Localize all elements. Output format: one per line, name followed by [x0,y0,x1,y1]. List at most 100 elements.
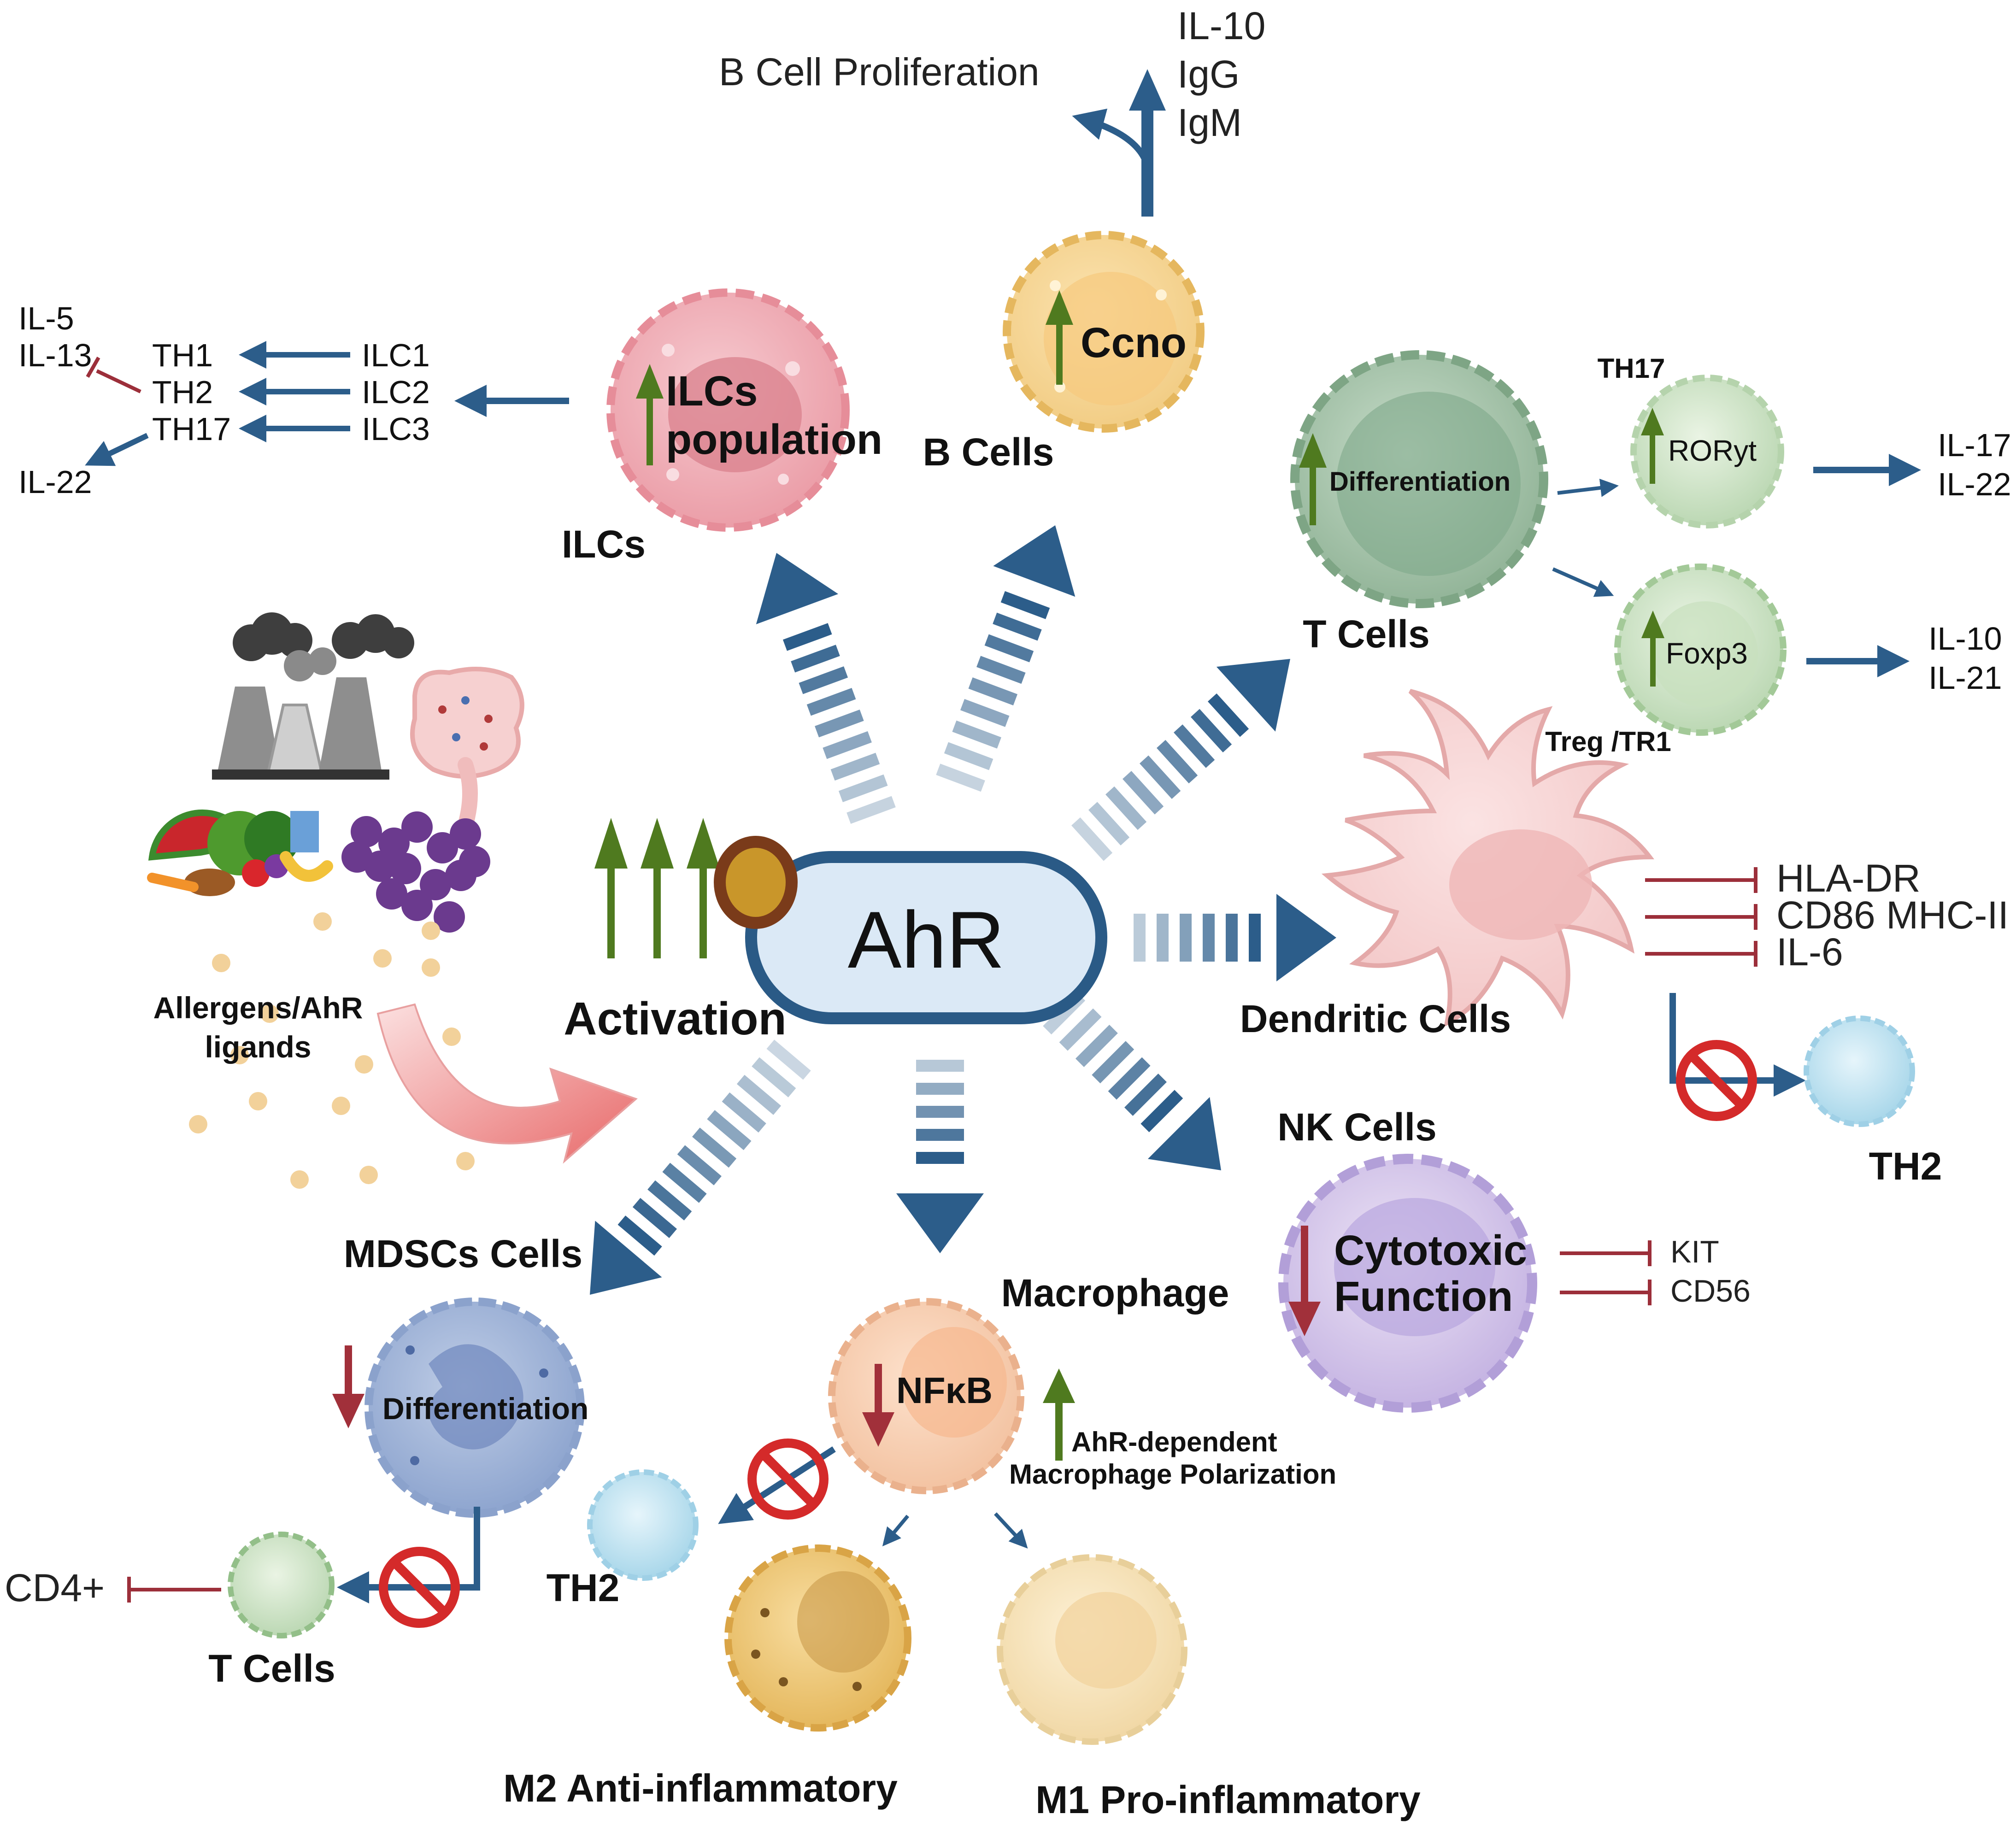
th17-label: TH17 [152,411,231,447]
ilcs-inner-line2: population [666,416,882,463]
dash-segment [1191,709,1232,753]
dash-segment [722,1092,766,1133]
dash-segment [1249,914,1261,962]
th2-il13-inhibition [86,357,141,393]
il22-label: IL-22 [18,464,92,500]
dash-segment [993,612,1042,641]
dash-segment [830,752,880,781]
dash-segment [1134,914,1146,962]
dash-segment [944,742,993,770]
bcell-cell[interactable] [1003,231,1205,433]
treg-output-il10: IL-10 [1928,621,2002,657]
polarization-line2: Macrophage Polarization [1009,1459,1336,1490]
bcell-output-igg: IgG [1177,53,1240,96]
bcell-proliferation-label: B Cell Proliferation [719,50,1040,94]
polarization-up-arrow [1043,1368,1075,1461]
rorgt-label: RORyt [1668,434,1757,467]
mdsc-down-arrow [332,1345,364,1428]
mdsc-cell[interactable] [364,1298,585,1518]
arrow-to-bcells [936,525,1076,792]
dash-segment [736,1074,782,1115]
polarization-line1: AhR-dependent [1071,1427,1277,1457]
nk-inhibition-lines [1560,1240,1652,1305]
treg-cell-label: Treg /TR1 [1545,726,1671,757]
mac-m2-arrow [882,1515,910,1547]
m1-label: M1 Pro-inflammatory [1035,1778,1421,1821]
mdsc-no-sign-icon [379,1547,460,1628]
diet-food-icon [147,809,333,896]
bcell-proliferation-arrow [1072,108,1151,167]
ahr-receptor[interactable] [745,851,1107,1024]
intestine-microbiota-icon [410,667,524,833]
m2-macrophage-cell[interactable] [724,1544,911,1732]
ilcs-inner-line1: ILCs [666,368,758,415]
arrow-to-nk [1043,992,1221,1170]
dash-segment [936,763,985,792]
dash-segment [632,1198,677,1238]
ilc2-label: ILC2 [362,374,430,410]
dash-segment [791,645,840,673]
dash-segment [766,1039,811,1080]
th17-il22-arrow [85,433,149,466]
dash-segment [662,1163,707,1203]
dash-segment [1226,914,1238,962]
dash-segment [1071,817,1113,861]
th17-cell[interactable] [1630,375,1784,528]
m1-macrophage-cell[interactable] [997,1554,1187,1745]
arrow-to-macrophage [896,1060,984,1253]
dc-th2-blocked-arrow [1669,993,1806,1097]
tcell-cell-label: T Cells [1303,612,1429,656]
dash-segment [976,656,1026,684]
dash-segment [838,774,888,803]
dash-segment [1157,914,1169,962]
dash-segment [984,634,1034,663]
nfkb-label: NFκB [896,1370,993,1411]
treg-cell[interactable] [1614,564,1787,736]
dash-segment [916,1060,964,1072]
dash-segment [1140,755,1181,799]
dc-inhibition-lines [1645,867,1757,967]
arrowhead [1216,659,1290,732]
il5-label: IL-5 [18,300,74,336]
mac-m1-arrow [994,1512,1028,1549]
th1-label: TH1 [152,337,213,373]
tcell-th17-arrow [1557,478,1619,497]
nk-cell[interactable] [1278,1154,1537,1413]
ilcs-cell[interactable] [606,288,850,532]
arrowhead [993,525,1076,597]
dash-segment [1075,1024,1118,1067]
macrophage-cell-label: Macrophage [1001,1271,1229,1315]
mdsc-target-tcell-label: T Cells [208,1647,335,1690]
bcell-output-il10: IL-10 [1177,4,1265,47]
mac-th2-cell[interactable] [587,1469,699,1581]
mdsc-target-tcell[interactable] [228,1532,335,1638]
tcell-up-arrow [1299,433,1327,525]
ccno-up-arrow [1046,290,1073,385]
ilc3-label: ILC3 [362,411,430,447]
arrowhead [1147,1097,1221,1170]
dash-segment [916,1129,964,1141]
bcell-output-igm: IgM [1177,101,1242,144]
nk-cell-label: NK Cells [1277,1105,1436,1149]
activation-arrows [594,818,720,958]
cd4-inhibition-line [127,1577,221,1603]
tcell-inner-label: Differentiation [1329,467,1511,497]
mac-th2-label: TH2 [547,1566,620,1609]
nfkb-down-arrow [862,1364,894,1447]
dendritic-cell-label: Dendritic Cells [1240,997,1511,1040]
dash-segment [1180,914,1192,962]
treg-output-il21: IL-21 [1928,660,2002,696]
nk-inner-line2: Function [1334,1273,1513,1320]
dash-segment [707,1110,752,1151]
dash-segment [1059,1008,1102,1051]
il13-label: IL-13 [18,337,92,373]
ilcs-cell-label: ILCs [562,523,646,566]
dc-inhibited-hla-dr: HLA-DR [1776,857,1921,900]
dendritic-cell[interactable] [1321,689,1655,1027]
dash-segment [968,677,1018,705]
tcell-cell[interactable] [1290,350,1548,608]
dc-th2-cell[interactable] [1804,1016,1915,1127]
tcell-treg-arrow [1552,567,1614,597]
arrow-to-mdsc [590,1039,811,1295]
th17-output-il17: IL-17 [1938,427,2011,463]
